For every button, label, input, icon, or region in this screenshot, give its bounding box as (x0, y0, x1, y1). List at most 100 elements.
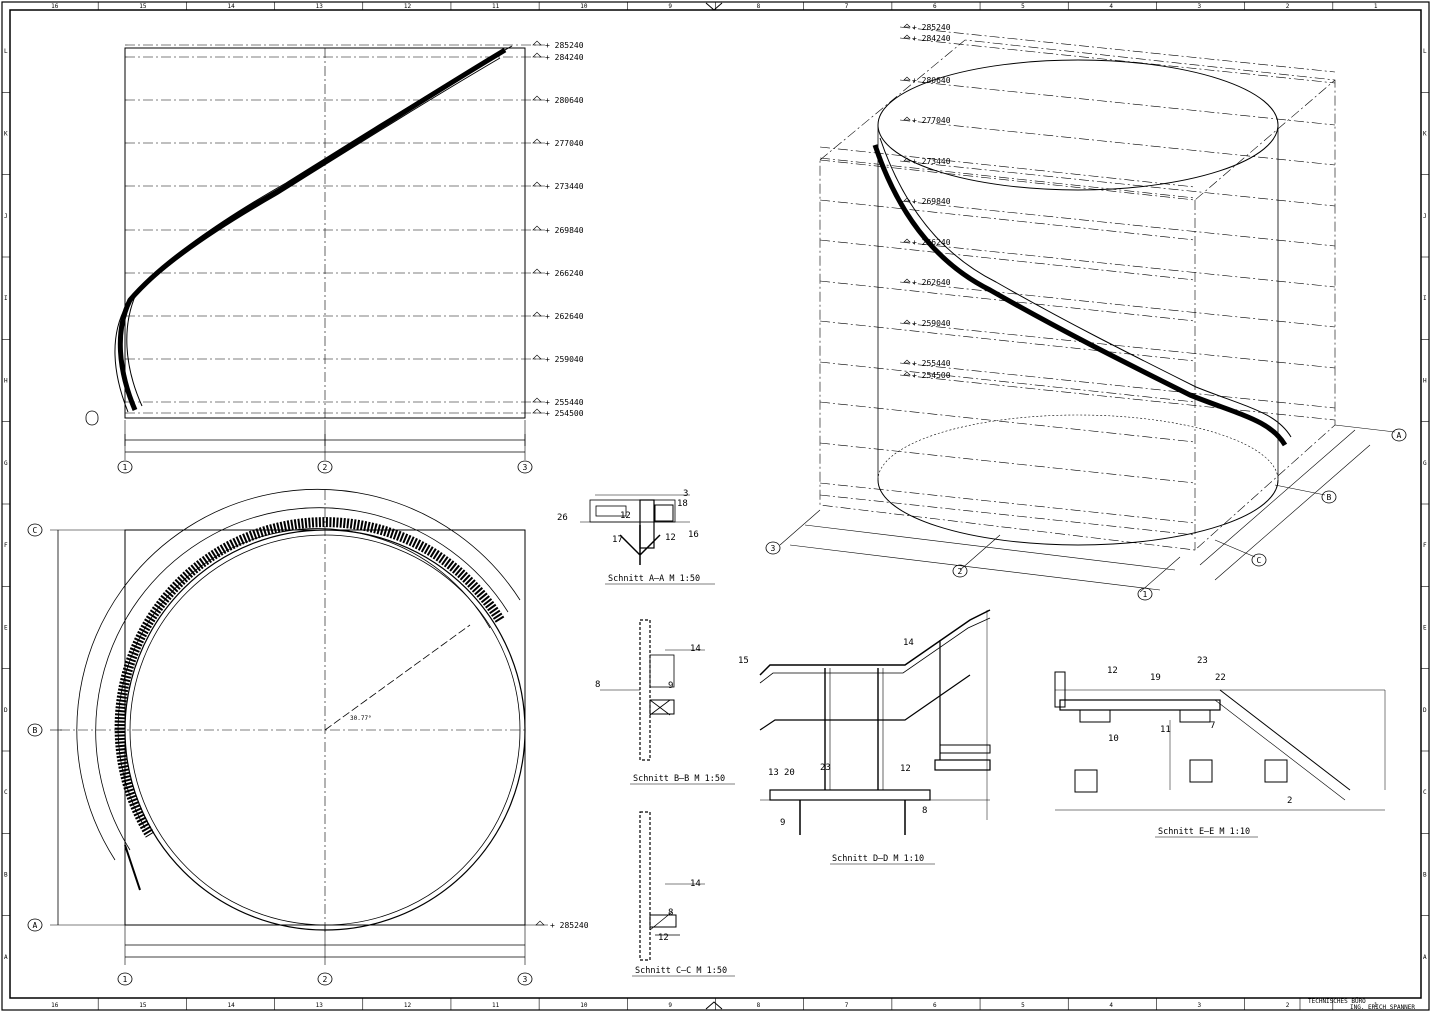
border-row-right: H (1423, 378, 1427, 385)
elevation-side-marker (85, 410, 99, 426)
section-item-number: 23 (820, 763, 831, 773)
iso-level-line (899, 241, 1336, 288)
plan-axis-label: 2 (323, 975, 328, 984)
section-item-number: 12 (620, 511, 631, 521)
iso-level-line-front (819, 239, 1196, 281)
section-item-number: 7 (1210, 721, 1215, 731)
border-col-bottom: 10 (580, 1002, 588, 1009)
border-col-top: 10 (580, 3, 588, 10)
iso-box-back (819, 39, 1336, 551)
section-item-number: 15 (738, 656, 749, 666)
section-item-number: 8 (595, 680, 600, 690)
iso-axis-label: 2 (958, 567, 963, 576)
iso-level-line (899, 79, 1336, 126)
iso-level-label: + 284240 (912, 34, 951, 43)
elevation-axis-label: 3 (523, 463, 528, 472)
level-marker-icon (532, 181, 542, 187)
level-marker-icon (532, 354, 542, 360)
iso-tank-bottom (877, 479, 1279, 546)
center-mark-bottom-icon (705, 1001, 723, 1010)
section-item-number: 10 (1108, 734, 1119, 744)
iso-axis-bubble (1251, 553, 1267, 567)
border-row-right: D (1423, 707, 1427, 714)
iso-level-label: + 259040 (912, 319, 951, 328)
elevation-level-label: + 280640 (545, 96, 584, 105)
plan-axis-left-bubble (27, 723, 43, 737)
iso-level-line-front (819, 482, 1196, 524)
iso-level-line (899, 374, 1336, 421)
elevation-axis-label: 1 (123, 463, 128, 472)
border-col-top: 4 (1109, 3, 1113, 10)
border-row-right: E (1423, 625, 1427, 632)
iso-axis-label: 1 (1143, 590, 1148, 599)
plan-level-marker-icon (535, 920, 545, 926)
border-row-right: B (1423, 872, 1427, 879)
border-col-top: 7 (845, 3, 849, 10)
border-col-bottom: 9 (668, 1002, 672, 1009)
iso-level-line-front (819, 146, 1196, 188)
border-row-left: C (4, 789, 8, 796)
border-row-right: A (1423, 954, 1427, 961)
section-item-number: 14 (903, 638, 914, 648)
elevation-level-lines: + 285240+ 284240+ 280640+ 277040+ 273440… (125, 40, 584, 418)
level-marker-icon (903, 371, 911, 376)
iso-level-label: + 277040 (912, 116, 951, 125)
iso-axis-bubble (1391, 428, 1407, 442)
isometric-view: + 285240+ 284240+ 280640+ 277040+ 273440… (765, 23, 1407, 601)
plan-axis-left-label: C (33, 526, 38, 535)
section-item-number: 14 (690, 644, 701, 654)
border-row-right: I (1423, 295, 1427, 302)
border-col-top: 14 (227, 3, 235, 10)
border-row-left: H (4, 378, 8, 385)
border-col-bottom: 13 (316, 1002, 324, 1009)
border-row-right: G (1423, 460, 1427, 467)
iso-level-line (899, 160, 1336, 207)
section-item-number: 12 (900, 764, 911, 774)
iso-stair-path (872, 144, 1288, 447)
inner-frame (9, 9, 1422, 999)
iso-axis-label: A (1397, 431, 1402, 440)
plan-stair-band (114, 517, 505, 838)
border-col-bottom: 7 (845, 1002, 849, 1009)
section-item-number: 9 (668, 681, 673, 691)
border-col-top: 16 (51, 3, 59, 10)
plan-axis-bubble (517, 972, 533, 986)
level-marker-icon (532, 311, 542, 317)
section-item-number: 22 (1215, 673, 1226, 683)
plan-axis-label: 3 (523, 975, 528, 984)
iso-level-label: + 254500 (912, 371, 951, 380)
border-col-top: 6 (933, 3, 937, 10)
plan-axis-left-bubble (27, 523, 43, 537)
border-col-bottom: 15 (139, 1002, 147, 1009)
section-item-number: 13 (768, 768, 779, 778)
border-col-top: 5 (1021, 3, 1025, 10)
elevation-view: + 285240+ 284240+ 280640+ 277040+ 273440… (85, 40, 584, 474)
section-item-number: 19 (1150, 673, 1161, 683)
iso-level-label: + 255440 (912, 359, 951, 368)
elevation-level-label: + 262640 (545, 312, 584, 321)
section-item-number: 9 (780, 818, 785, 828)
border-col-bottom: 14 (227, 1002, 235, 1009)
plan-angle-label: 30.77° (350, 715, 372, 722)
section-item-number: 16 (688, 530, 699, 540)
border-col-bottom: 5 (1021, 1002, 1025, 1009)
section-item-number: 17 (612, 535, 623, 545)
section-item-number: 26 (557, 513, 568, 523)
iso-axis-bubble (1137, 587, 1153, 601)
border-col-top: 3 (1198, 3, 1202, 10)
level-marker-icon (532, 40, 542, 46)
iso-box-front (819, 79, 1336, 550)
iso-level-line (899, 119, 1336, 166)
border-col-bottom: 4 (1109, 1002, 1113, 1009)
border-col-bottom: 12 (404, 1002, 412, 1009)
section-b-item-numbers: 14 8 9 (595, 644, 701, 691)
elevation-level-label: + 254500 (545, 409, 584, 418)
section-item-number: 12 (665, 533, 676, 543)
plan-axis-left-label: B (33, 726, 38, 735)
